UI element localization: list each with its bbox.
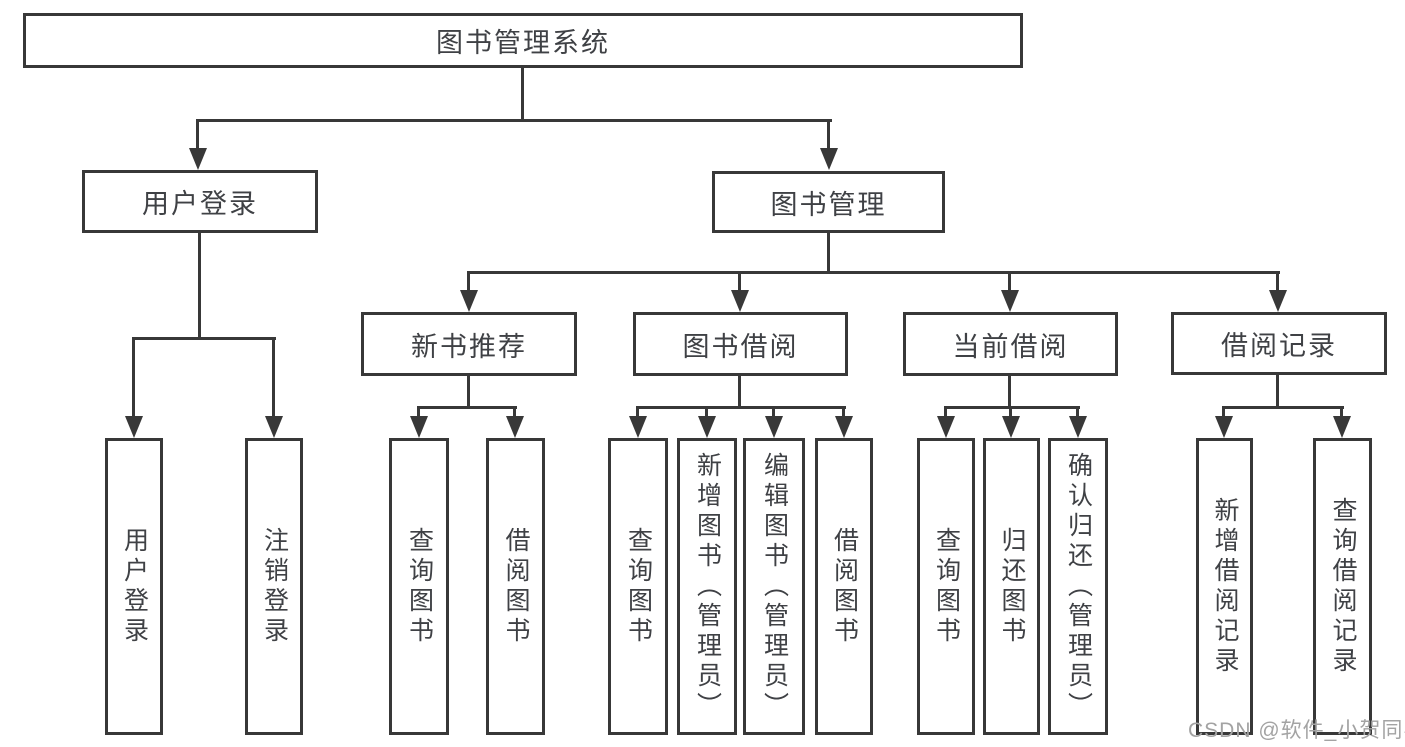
node-borrow-records: 借阅记录 (1171, 312, 1387, 375)
csdn-watermark: CSDN @软件_小贺同学 (1188, 719, 1405, 742)
connector-root-branch (196, 119, 832, 122)
connector-borrow-records-stem (1276, 375, 1279, 409)
connector-new-book-rec-stem (467, 376, 470, 409)
arrow-cb-return (1002, 416, 1020, 438)
node-book-borrow: 图书借阅 (633, 312, 848, 376)
leaf-user-login: 用户登录 (105, 438, 163, 735)
connector-current-borrow-stem (1008, 376, 1011, 409)
arrow-to-book-borrow (731, 290, 749, 312)
connector-book-mgmt-stem (827, 233, 830, 274)
leaf-rec-query-books: 查询图书 (389, 438, 449, 735)
node-user-login-label: 用户登录 (142, 189, 258, 219)
leaf-bb-add-books-label: 新增图书（管理员） (693, 451, 722, 722)
connector-to-book-borrow-stem (738, 271, 741, 293)
arrow-to-borrow-records (1269, 290, 1287, 312)
arrow-to-login-leaf (125, 416, 143, 438)
leaf-br-query-record-label: 查询借阅记录 (1329, 496, 1357, 677)
leaf-cb-confirm-return: 确认归还（管理员） (1048, 438, 1108, 735)
arrow-bb-add (698, 416, 716, 438)
connector-to-user-login-stem (196, 119, 199, 151)
leaf-cb-query-books-label: 查询图书 (932, 526, 961, 647)
arrow-to-user-login (189, 148, 207, 170)
leaf-br-add-record: 新增借阅记录 (1196, 438, 1253, 735)
node-book-mgmt-label: 图书管理 (770, 189, 887, 220)
connector-to-new-book-rec-stem (467, 271, 470, 293)
node-current-borrow-label: 当前借阅 (952, 331, 1069, 362)
arrow-to-current-borrow (1001, 290, 1019, 312)
connector-new-book-rec-branch (417, 406, 517, 409)
connector-book-mgmt-branch (467, 271, 1280, 274)
connector-cb-query-stem (944, 406, 947, 419)
leaf-bb-query-books-label: 查询图书 (624, 526, 653, 647)
arrow-cb-query (937, 416, 955, 438)
leaf-bb-add-books: 新增图书（管理员） (677, 438, 737, 735)
node-user-login: 用户登录 (82, 170, 318, 233)
arrow-to-book-mgmt (820, 148, 838, 170)
leaf-cb-return-books-label: 归还图书 (998, 526, 1026, 647)
connector-user-login-stem (198, 233, 201, 340)
arrow-br-query (1333, 416, 1351, 438)
connector-rec-borrow-stem (513, 406, 516, 419)
connector-br-query-stem (1340, 406, 1343, 419)
connector-bb-edit-stem (772, 406, 775, 419)
arrow-rec-borrow (506, 416, 524, 438)
leaf-cb-return-books: 归还图书 (983, 438, 1040, 735)
leaf-cb-confirm-return-label: 确认归还（管理员） (1064, 451, 1093, 722)
connector-book-borrow-stem (738, 376, 741, 409)
node-current-borrow: 当前借阅 (903, 312, 1118, 376)
node-borrow-records-label: 借阅记录 (1221, 331, 1337, 361)
arrow-to-new-book-rec (460, 290, 478, 312)
connector-to-current-borrow-stem (1008, 271, 1011, 293)
connector-to-borrow-records-stem (1276, 271, 1279, 293)
node-new-book-rec: 新书推荐 (361, 312, 577, 376)
connector-current-borrow-branch (944, 406, 1080, 409)
leaf-user-login-label: 用户登录 (120, 526, 149, 647)
leaf-cb-query-books: 查询图书 (917, 438, 975, 735)
connector-bb-query-stem (636, 406, 639, 419)
node-root-label: 图书管理系统 (436, 28, 610, 58)
arrow-rec-query (410, 416, 428, 438)
leaf-br-query-record: 查询借阅记录 (1313, 438, 1372, 735)
connector-bb-borrow-stem (842, 406, 845, 419)
leaf-bb-borrow-books: 借阅图书 (815, 438, 873, 735)
connector-borrow-records-branch (1222, 406, 1344, 409)
connector-rec-query-stem (417, 406, 420, 419)
connector-root-stem (521, 68, 524, 122)
leaf-rec-query-books-label: 查询图书 (405, 526, 434, 647)
connector-book-borrow-branch (636, 406, 846, 409)
connector-to-login-leaf-stem (132, 337, 135, 416)
arrow-cb-confirm (1069, 416, 1087, 438)
connector-user-login-branch (132, 337, 276, 340)
leaf-bb-borrow-books-label: 借阅图书 (830, 526, 859, 647)
node-book-borrow-label: 图书借阅 (682, 331, 799, 362)
connector-bb-add-stem (705, 406, 708, 419)
leaf-bb-edit-books: 编辑图书（管理员） (743, 438, 805, 735)
leaf-rec-borrow-books-label: 借阅图书 (502, 526, 530, 647)
leaf-bb-query-books: 查询图书 (608, 438, 668, 735)
node-new-book-rec-label: 新书推荐 (411, 331, 527, 362)
arrow-br-add (1215, 416, 1233, 438)
arrow-bb-borrow (835, 416, 853, 438)
connector-to-book-mgmt-stem (827, 119, 830, 151)
node-book-mgmt: 图书管理 (712, 171, 945, 233)
leaf-logout: 注销登录 (245, 438, 303, 735)
leaf-bb-edit-books-label: 编辑图书（管理员） (760, 451, 789, 722)
arrow-bb-edit (765, 416, 783, 438)
leaf-br-add-record-label: 新增借阅记录 (1211, 496, 1239, 677)
connector-to-logout-leaf-stem (272, 337, 275, 416)
connector-cb-return-stem (1009, 406, 1012, 419)
leaf-logout-label: 注销登录 (260, 526, 289, 647)
connector-br-add-stem (1222, 406, 1225, 419)
arrow-to-logout-leaf (265, 416, 283, 438)
connector-cb-confirm-stem (1076, 406, 1079, 419)
leaf-rec-borrow-books: 借阅图书 (486, 438, 545, 735)
node-root: 图书管理系统 (23, 13, 1023, 68)
arrow-bb-query (629, 416, 647, 438)
